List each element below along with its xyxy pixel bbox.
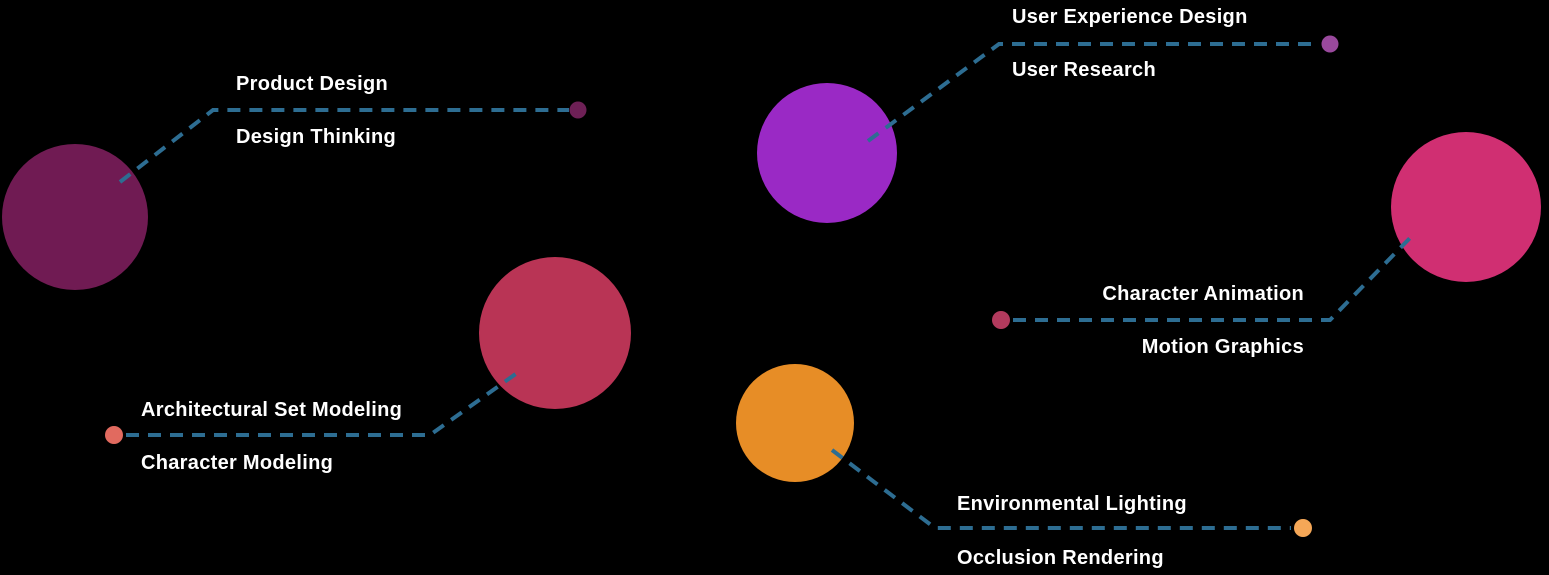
user-experience-bubble xyxy=(757,83,897,223)
animation-endpoint-dot xyxy=(992,311,1010,329)
label-user-experience-design: User Experience Design xyxy=(1012,6,1248,28)
rendering-endpoint-dot xyxy=(1294,519,1312,537)
label-design-thinking: Design Thinking xyxy=(236,126,397,148)
label-occlusion-rendering: Occlusion Rendering xyxy=(957,547,1164,569)
modeling-bubble xyxy=(479,257,631,409)
product-design-connector-line xyxy=(118,108,569,184)
label-character-modeling: Character Modeling xyxy=(141,452,334,474)
product-design-endpoint-dot xyxy=(569,101,587,119)
label-motion-graphics: Motion Graphics xyxy=(1141,336,1304,358)
animation-bubble xyxy=(1391,132,1541,282)
modeling-connector-line xyxy=(126,371,519,437)
user-experience-connector-line xyxy=(866,42,1318,143)
label-product-design: Product Design xyxy=(236,73,388,95)
product-design-bubble xyxy=(2,144,148,290)
label-character-animation: Character Animation xyxy=(1102,283,1304,305)
label-user-research: User Research xyxy=(1012,59,1156,81)
label-architectural-set-modeling: Architectural Set Modeling xyxy=(141,399,403,421)
animation-connector-line xyxy=(1013,236,1412,322)
user-experience-endpoint-dot xyxy=(1321,35,1339,53)
modeling-endpoint-dot xyxy=(105,426,123,444)
rendering-bubble xyxy=(736,364,854,482)
label-environmental-lighting: Environmental Lighting xyxy=(957,493,1187,515)
rendering-connector-line xyxy=(830,448,1291,530)
